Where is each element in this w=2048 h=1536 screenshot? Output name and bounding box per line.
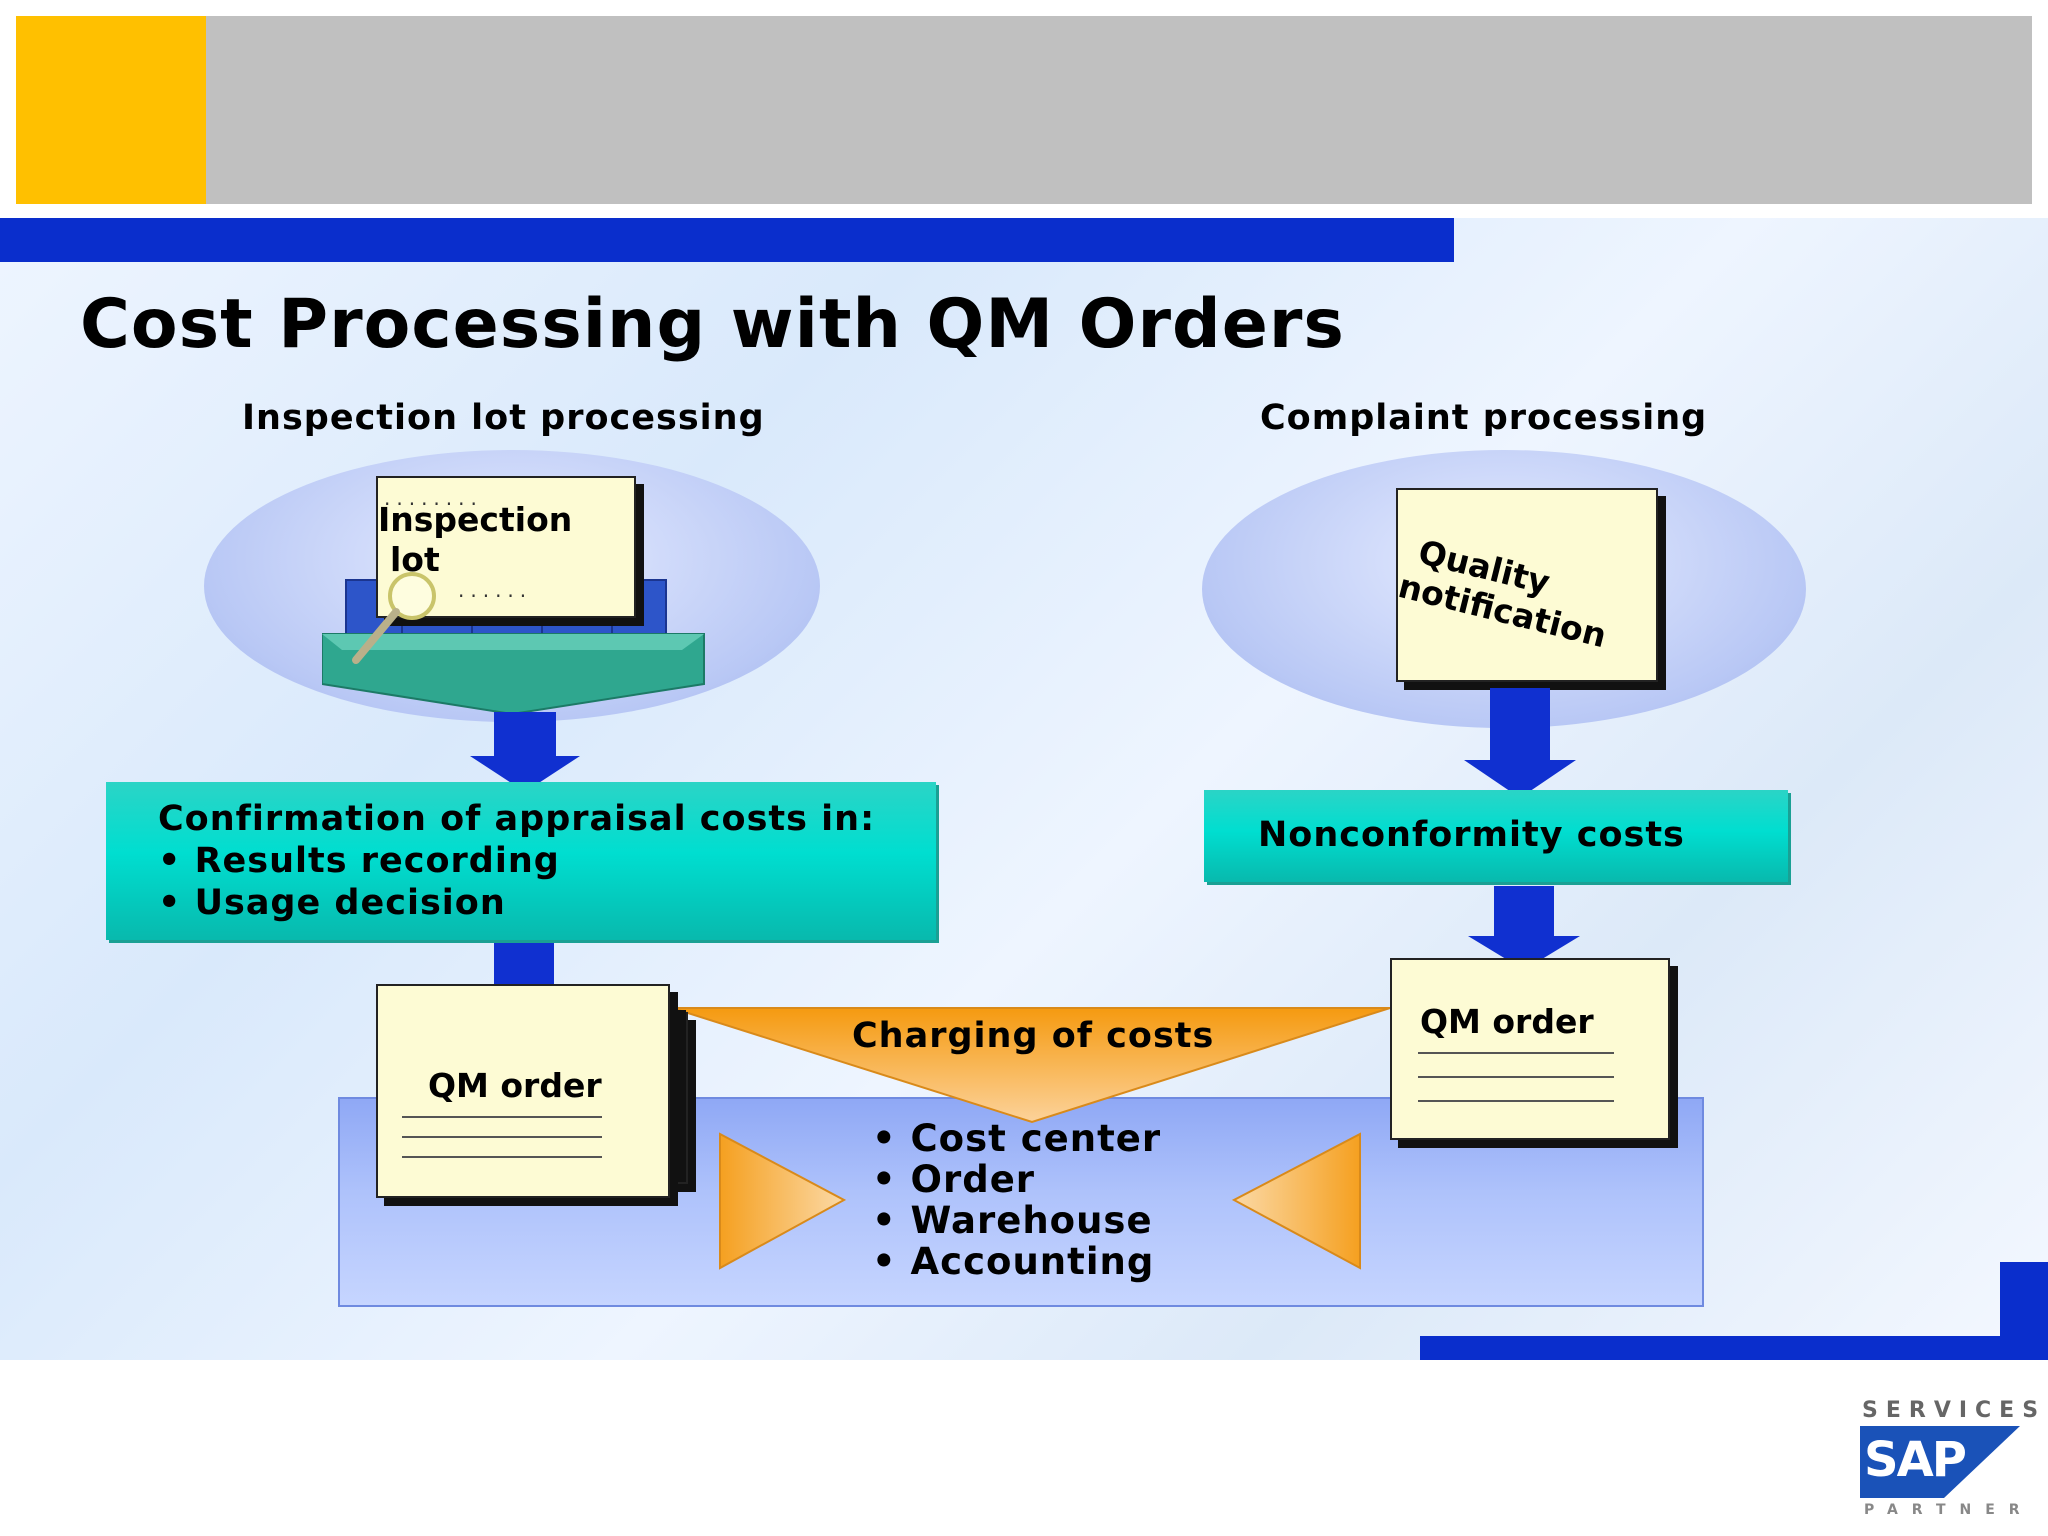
- sap-logo-mark: [1860, 1426, 2020, 1498]
- section-label-inspection: Inspection lot processing: [242, 398, 765, 438]
- qm-order-label-left: QM order: [428, 1066, 602, 1105]
- magnifier-icon: [352, 572, 436, 664]
- bottom-blue-bar: [1420, 1336, 2048, 1360]
- down-arrow-icon: [1464, 688, 1576, 798]
- target-item-accounting-label: Accounting: [910, 1240, 1155, 1283]
- doc-dots-bottom: ......: [458, 578, 533, 602]
- doc-dots: ........: [384, 486, 483, 510]
- target-item-warehouse-label: Warehouse: [910, 1199, 1153, 1242]
- charging-funnel-icon: [672, 1007, 1391, 1124]
- logo-main-text: SAP: [1864, 1432, 1967, 1488]
- down-arrow-icon: [470, 712, 580, 792]
- appraisal-costs-box: Confirmation of appraisal costs in: • Re…: [106, 782, 936, 940]
- bottom-blue-corner: [2000, 1262, 2048, 1360]
- left-pointing-arrow-icon: [1232, 1132, 1361, 1270]
- nonconformity-costs-label: Nonconformity costs: [1258, 815, 1685, 855]
- appraisal-item-2: • Usage decision: [158, 883, 506, 923]
- header-band: [16, 16, 2032, 204]
- right-pointing-arrow-icon: [719, 1132, 846, 1270]
- logo-top-text: SERVICES: [1862, 1398, 2047, 1423]
- qm-order-document-left: QM order: [376, 984, 670, 1198]
- target-item-accounting: • Accounting: [872, 1240, 1155, 1283]
- slide-title: Cost Processing with QM Orders: [80, 285, 1345, 364]
- target-item-cost-center: • Cost center: [872, 1117, 1162, 1160]
- top-blue-bar: [0, 218, 1454, 262]
- nonconformity-costs-box: Nonconformity costs: [1204, 790, 1788, 882]
- target-item-order-label: Order: [910, 1158, 1036, 1201]
- header-accent-block: [16, 16, 206, 204]
- appraisal-item-1: • Results recording: [158, 841, 560, 881]
- inspection-lot-line1: Inspection: [378, 500, 573, 539]
- logo-bottom-text: PARTNER: [1864, 1502, 2034, 1518]
- qm-order-document-right: QM order: [1390, 958, 1670, 1140]
- sap-services-partner-logo: SERVICES SAP PARTNER: [1860, 1398, 2038, 1528]
- section-label-complaint: Complaint processing: [1260, 398, 1708, 438]
- quality-notification-document: Quality notification: [1395, 488, 1658, 682]
- target-item-cost-center-label: Cost center: [910, 1117, 1162, 1160]
- target-item-order: • Order: [872, 1158, 1036, 1201]
- appraisal-costs-heading: Confirmation of appraisal costs in:: [158, 799, 876, 839]
- down-arrow-icon: [1468, 886, 1580, 970]
- charging-of-costs-label: Charging of costs: [852, 1016, 1215, 1056]
- appraisal-item-1-label: Results recording: [194, 841, 560, 881]
- inspection-lot-document: ........ Inspection lot ......: [376, 476, 636, 618]
- qm-order-label-right: QM order: [1420, 1002, 1594, 1041]
- target-item-warehouse: • Warehouse: [872, 1199, 1153, 1242]
- appraisal-item-2-label: Usage decision: [194, 883, 506, 923]
